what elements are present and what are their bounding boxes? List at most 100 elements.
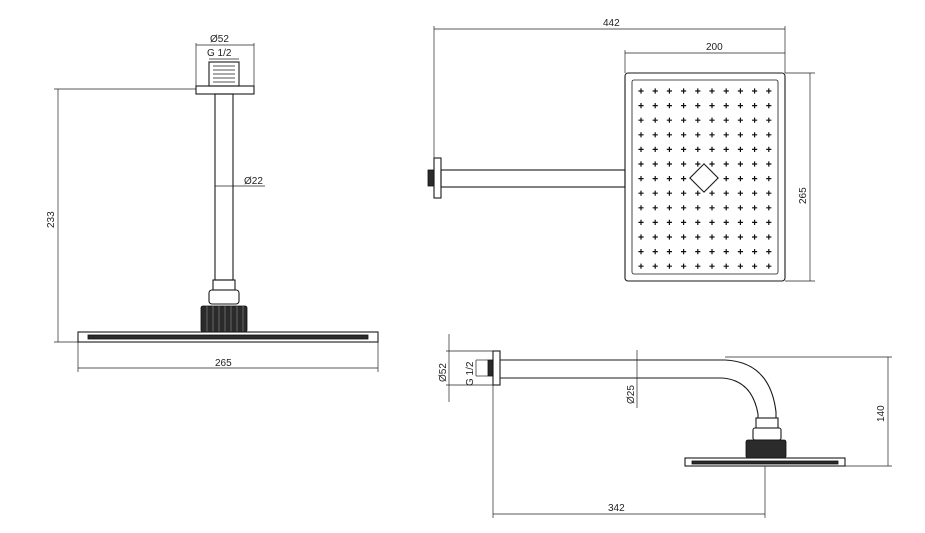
nozzle xyxy=(652,249,658,255)
side-view: Ø52 G 1/2 Ø25 140 342 xyxy=(438,334,892,518)
nozzle xyxy=(652,176,658,182)
nozzle xyxy=(766,249,772,255)
nozzle xyxy=(766,219,772,225)
front-flange xyxy=(195,85,255,95)
nozzle xyxy=(652,88,658,94)
nozzle xyxy=(666,249,672,255)
nozzle xyxy=(638,249,644,255)
nozzle xyxy=(638,146,644,152)
nozzle xyxy=(695,249,701,255)
nozzle xyxy=(681,161,687,167)
nozzle xyxy=(666,117,672,123)
side-inlet xyxy=(487,359,494,377)
top-arm xyxy=(440,169,626,188)
nozzle xyxy=(652,117,658,123)
nozzle xyxy=(666,161,672,167)
nozzle xyxy=(652,161,658,167)
nozzle xyxy=(681,234,687,240)
front-head-face xyxy=(87,334,369,340)
nozzle xyxy=(709,103,715,109)
nozzle xyxy=(695,132,701,138)
front-knurl-lines xyxy=(206,306,244,332)
nozzle xyxy=(666,205,672,211)
side-arm xyxy=(500,359,777,418)
top-head-inner xyxy=(631,79,779,275)
nozzle xyxy=(638,161,644,167)
nozzle xyxy=(681,132,687,138)
top-inlet xyxy=(427,169,435,187)
nozzle xyxy=(737,190,743,196)
nozzle xyxy=(766,190,772,196)
nozzle xyxy=(752,190,758,196)
nozzle xyxy=(752,132,758,138)
nozzle xyxy=(681,205,687,211)
nozzle xyxy=(766,132,772,138)
nozzle xyxy=(681,219,687,225)
top-dim-overall-length: 442 xyxy=(603,18,620,29)
nozzle xyxy=(666,263,672,269)
nozzle xyxy=(766,263,772,269)
top-dim-head-width: 200 xyxy=(706,42,723,53)
side-knurl xyxy=(745,439,787,459)
nozzle xyxy=(681,88,687,94)
side-head-face xyxy=(691,460,839,465)
nozzle xyxy=(638,263,644,269)
nozzle xyxy=(766,146,772,152)
nozzle xyxy=(709,249,715,255)
nozzle xyxy=(638,132,644,138)
nozzle xyxy=(709,234,715,240)
nozzle xyxy=(766,103,772,109)
nozzle xyxy=(638,176,644,182)
nozzle xyxy=(737,132,743,138)
side-dim-dia-inlet: Ø52 xyxy=(438,363,449,382)
nozzle xyxy=(695,117,701,123)
nozzle xyxy=(709,263,715,269)
nozzle xyxy=(695,205,701,211)
nozzle xyxy=(666,88,672,94)
nozzle xyxy=(737,263,743,269)
nozzle xyxy=(695,190,701,196)
top-view: 442 200 265 xyxy=(427,18,815,282)
nozzle xyxy=(652,205,658,211)
nozzle xyxy=(652,263,658,269)
front-dim-dia-arm: Ø22 xyxy=(244,176,263,187)
nozzle xyxy=(638,219,644,225)
top-center-diamond xyxy=(689,163,719,193)
front-inlet-block xyxy=(208,61,240,87)
nozzle xyxy=(766,117,772,123)
nozzle xyxy=(709,161,715,167)
nozzle xyxy=(723,176,729,182)
nozzle xyxy=(709,146,715,152)
nozzle xyxy=(723,234,729,240)
front-thread xyxy=(213,65,235,83)
nozzle xyxy=(737,219,743,225)
nozzle xyxy=(695,88,701,94)
nozzle xyxy=(752,146,758,152)
nozzle xyxy=(723,205,729,211)
nozzle xyxy=(681,146,687,152)
side-dim-drop: 140 xyxy=(876,405,887,422)
nozzle xyxy=(709,205,715,211)
nozzle xyxy=(638,103,644,109)
nozzle xyxy=(709,219,715,225)
nozzle xyxy=(695,263,701,269)
top-head-outer xyxy=(624,72,786,282)
nozzle xyxy=(695,161,701,167)
nozzle xyxy=(723,190,729,196)
nozzle xyxy=(666,132,672,138)
nozzle xyxy=(666,190,672,196)
nozzle xyxy=(752,249,758,255)
nozzle xyxy=(737,117,743,123)
nozzle xyxy=(695,146,701,152)
nozzle xyxy=(695,219,701,225)
nozzle xyxy=(652,132,658,138)
nozzle xyxy=(737,249,743,255)
nozzle xyxy=(766,234,772,240)
nozzle xyxy=(723,219,729,225)
nozzle xyxy=(723,263,729,269)
side-drop-nut xyxy=(752,427,782,441)
nozzle xyxy=(752,176,758,182)
front-nut xyxy=(208,289,240,305)
nozzle xyxy=(681,117,687,123)
